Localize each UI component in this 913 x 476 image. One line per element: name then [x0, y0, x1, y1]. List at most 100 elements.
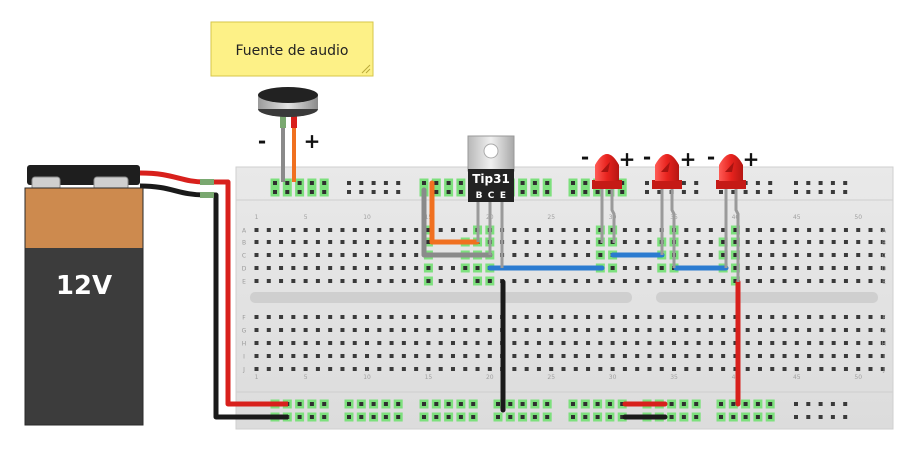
rail-bot-g7-h1-r1 [806, 415, 811, 419]
hole-bot-c15-r1 [426, 328, 431, 332]
hole-top-c51-r4 [868, 279, 873, 283]
hole-top-c12-r0 [389, 228, 394, 232]
hole-bot-c4-r0 [291, 315, 296, 319]
hole-bot-c20-r1 [487, 328, 492, 332]
hole-top-c15-r0 [426, 228, 431, 232]
rail-bot-g1-h3-r1 [383, 415, 388, 419]
hole-top-c10-r1 [365, 240, 370, 244]
hole-top-c26-r0 [561, 228, 566, 232]
hole-bot-c16-r4 [438, 367, 443, 371]
column-number-50-top: 50 [854, 214, 862, 221]
rail-top-g7-h2-r0 [818, 181, 823, 185]
hole-top-c49-r0 [843, 228, 848, 232]
hole-top-c19-r3 [475, 266, 480, 270]
hole-top-c48-r4 [831, 279, 836, 283]
hole-bot-c22-r1 [512, 328, 517, 332]
rail-bot-g7-h2-r1 [818, 415, 823, 419]
hole-top-c43-r2 [770, 253, 775, 257]
rail-bot-g1-h2-r0 [371, 402, 376, 406]
hole-bot-c11-r4 [377, 367, 382, 371]
transistor-body [468, 169, 514, 202]
hole-bot-c31-r3 [622, 354, 627, 358]
rail-bot-g6-h4-r1 [768, 415, 773, 419]
hole-bot-c24-r0 [536, 315, 541, 319]
led-2: - + [643, 145, 696, 268]
hole-top-c31-r3 [622, 266, 627, 270]
hole-top-c14-r4 [414, 279, 419, 283]
hole-bot-c34-r1 [659, 328, 664, 332]
hole-top-c48-r1 [831, 240, 836, 244]
hole-bot-c40-r3 [733, 354, 738, 358]
hole-top-c41-r3 [745, 266, 750, 270]
hole-top-c27-r4 [573, 279, 578, 283]
hole-bot-c11-r3 [377, 354, 382, 358]
hole-bot-c45-r3 [794, 354, 799, 358]
hole-top-c14-r2 [414, 253, 419, 257]
hole-top-c52-r3 [880, 266, 885, 270]
hole-bot-c2-r3 [266, 354, 271, 358]
hole-top-c49-r4 [843, 279, 848, 283]
hole-bot-c50-r0 [856, 315, 861, 319]
hole-bot-c35-r3 [672, 354, 677, 358]
hole-bot-c19-r0 [475, 315, 480, 319]
hole-top-c3-r1 [279, 240, 284, 244]
hole-bot-c8-r2 [340, 341, 345, 345]
hole-bot-c18-r4 [463, 367, 468, 371]
mic-plus-label: + [304, 129, 321, 153]
rail-top-g4-h0-r1 [571, 190, 575, 194]
hole-bot-c41-r4 [745, 367, 750, 371]
hole-bot-c23-r4 [524, 367, 529, 371]
rail-bot-g4-h4-r1 [620, 415, 625, 419]
led-1-plus: + [619, 147, 636, 171]
hole-bot-c22-r2 [512, 341, 517, 345]
rail-bot-g3-h4-r1 [545, 415, 550, 419]
hole-bot-c36-r4 [684, 367, 689, 371]
column-number-15-bottom: 15 [425, 374, 433, 381]
hole-top-c40-r2 [733, 253, 738, 257]
rail-top-g3-h4-r0 [545, 181, 550, 185]
hole-top-c13-r2 [401, 253, 406, 257]
rail-top-g2-h1-r0 [434, 181, 439, 185]
hole-bot-c41-r3 [745, 354, 750, 358]
hole-bot-c2-r4 [266, 367, 271, 371]
hole-bot-c43-r4 [770, 367, 775, 371]
hole-bot-c39-r4 [721, 367, 726, 371]
hole-top-c12-r1 [389, 240, 394, 244]
rail-bot-g6-h0-r0 [719, 402, 723, 406]
rail-top-g1-h0-r0 [347, 181, 351, 185]
hole-bot-c5-r0 [303, 315, 308, 319]
hole-bot-c6-r0 [315, 315, 320, 319]
note-box [210, 21, 374, 77]
hole-top-c51-r1 [868, 240, 873, 244]
hole-top-c42-r2 [757, 253, 762, 257]
rail-bot-g1-h0-r0 [347, 402, 351, 406]
rail-top-g7-h0-r0 [794, 181, 798, 185]
column-number-45-top: 45 [793, 214, 801, 221]
hole-top-c2-r4 [266, 279, 271, 283]
hole-bot-c46-r3 [807, 354, 812, 358]
rail-top-g7-h4-r1 [843, 190, 848, 194]
hole-top-c10-r3 [365, 266, 370, 270]
led-3-plus: + [743, 147, 760, 171]
hole-top-c22-r0 [512, 228, 517, 232]
hole-bot-c26-r0 [561, 315, 566, 319]
hole-top-c23-r1 [524, 240, 529, 244]
rail-top-g6-h2-r1 [743, 190, 748, 194]
transistor-pin-b-label: B [476, 191, 483, 201]
hole-bot-c10-r1 [365, 328, 370, 332]
hole-bot-c11-r1 [377, 328, 382, 332]
hole-bot-c45-r4 [794, 367, 799, 371]
hole-top-c3-r4 [279, 279, 284, 283]
hole-bot-c2-r1 [266, 328, 271, 332]
hole-top-c32-r1 [635, 240, 640, 244]
hole-top-c46-r3 [807, 266, 812, 270]
hole-top-c45-r4 [794, 279, 799, 283]
hole-bot-c6-r3 [315, 354, 320, 358]
row-letter-left-F: F [242, 315, 246, 322]
hole-bot-c12-r3 [389, 354, 394, 358]
hole-top-c14-r3 [414, 266, 419, 270]
hole-top-c50-r3 [856, 266, 861, 270]
hole-top-c44-r0 [782, 228, 787, 232]
hole-bot-c29-r4 [598, 367, 603, 371]
hole-bot-c7-r0 [328, 315, 333, 319]
